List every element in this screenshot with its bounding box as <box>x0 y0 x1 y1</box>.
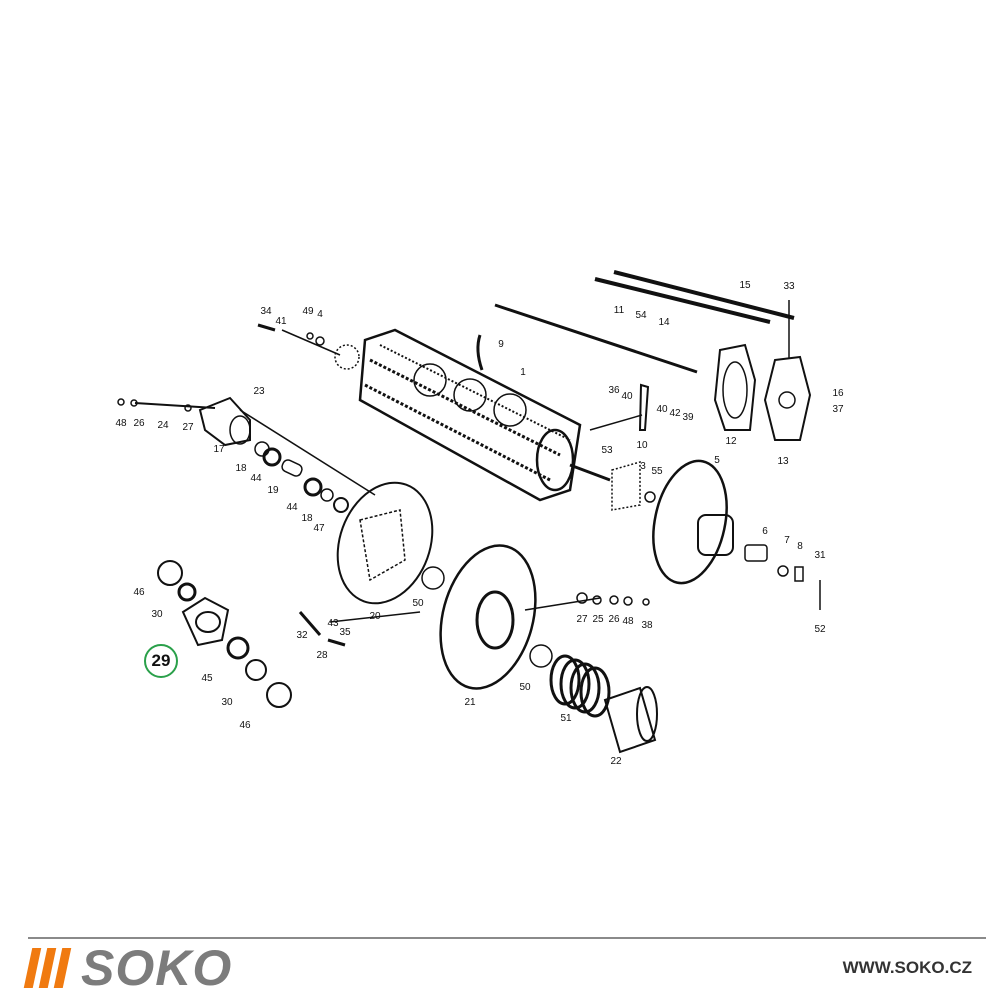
part-label-25: 25 <box>592 614 604 625</box>
part-label-33: 33 <box>783 281 795 292</box>
part-label-22: 22 <box>610 756 622 767</box>
part-label-10: 10 <box>636 440 648 451</box>
soko-logo: SOKO <box>23 940 232 996</box>
sprocket-4 <box>281 329 360 370</box>
part-label-47: 47 <box>313 523 325 534</box>
part-label-19: 19 <box>267 485 279 496</box>
part-label-26: 26 <box>133 418 145 429</box>
disc-21 <box>329 544 601 690</box>
part-label-40: 40 <box>621 391 633 402</box>
part-label-17: 17 <box>213 444 225 455</box>
flange-29 <box>157 560 292 708</box>
part-label-35: 35 <box>339 627 351 638</box>
part-label-34: 34 <box>260 306 272 317</box>
part-label-40: 40 <box>656 404 668 415</box>
shaft-11 <box>494 303 698 374</box>
bolts-misc <box>257 323 650 647</box>
pulley-5 <box>611 459 821 610</box>
part-label-6: 6 <box>762 526 768 537</box>
bearings-left <box>254 441 349 513</box>
part-label-21: 21 <box>464 697 476 708</box>
part-label-27: 27 <box>576 614 588 625</box>
part-label-52: 52 <box>814 624 826 635</box>
part-label-20: 20 <box>369 611 381 622</box>
part-label-44: 44 <box>250 473 262 484</box>
sprocket-12 <box>713 343 757 431</box>
part-label-14: 14 <box>658 317 670 328</box>
part-label-49: 49 <box>302 306 314 317</box>
part-label-8: 8 <box>797 541 803 552</box>
part-label-27: 27 <box>182 422 194 433</box>
part-label-30: 30 <box>151 609 163 620</box>
website-url[interactable]: WWW.SOKO.CZ <box>842 958 972 977</box>
part-label-44: 44 <box>286 502 298 513</box>
part-label-46: 46 <box>239 720 251 731</box>
drum-1 <box>358 328 611 502</box>
plate-20 <box>336 481 445 605</box>
part-label-15: 15 <box>739 280 751 291</box>
sleeve-22 <box>603 686 658 754</box>
part-label-18: 18 <box>235 463 247 474</box>
logo-text: SOKO <box>81 940 233 996</box>
sprocket-13 <box>763 300 812 441</box>
part-label-5: 5 <box>714 455 720 466</box>
part-label-37: 37 <box>832 404 844 415</box>
part-label-46: 46 <box>133 587 145 598</box>
part-label-32: 32 <box>296 630 308 641</box>
part-label-16: 16 <box>832 388 844 399</box>
rod-15 <box>613 270 795 320</box>
part-label-31: 31 <box>814 550 826 561</box>
part-label-42: 42 <box>669 408 681 419</box>
part-label-11: 11 <box>613 305 625 316</box>
part-label-48: 48 <box>115 418 127 429</box>
part-label-50: 50 <box>412 598 424 609</box>
part-label-41: 41 <box>275 316 287 327</box>
part-label-55: 55 <box>651 466 663 477</box>
spring-51 <box>549 654 611 718</box>
part-label-39: 39 <box>682 412 694 423</box>
part-label-28: 28 <box>316 650 328 661</box>
part-label-43: 43 <box>327 618 339 629</box>
part-label-4: 4 <box>317 309 323 320</box>
part-label-24: 24 <box>157 420 169 431</box>
part-label-3: 3 <box>640 461 646 472</box>
part-label-13: 13 <box>777 456 789 467</box>
part-label-51: 51 <box>560 713 572 724</box>
part-label-7: 7 <box>784 535 790 546</box>
part-label-38: 38 <box>641 620 653 631</box>
part-label-45: 45 <box>201 673 213 684</box>
shaft-housing-17 <box>117 396 376 496</box>
part-label-30: 30 <box>221 697 233 708</box>
part-label-26: 26 <box>608 614 620 625</box>
logo-bars-icon <box>23 948 72 988</box>
part-label-50: 50 <box>519 682 531 693</box>
highlighted-part-label: 29 <box>151 651 171 670</box>
part-label-1: 1 <box>520 367 526 378</box>
part-label-53: 53 <box>601 445 613 456</box>
rod-14 <box>594 277 771 324</box>
part-label-36: 36 <box>608 385 620 396</box>
part-label-48: 48 <box>622 616 634 627</box>
part-label-12: 12 <box>725 436 737 447</box>
part-label-9: 9 <box>498 339 504 350</box>
bracket-10 <box>589 383 650 431</box>
part-label-54: 54 <box>635 310 647 321</box>
part-label-23: 23 <box>253 386 265 397</box>
footer-divider <box>28 937 986 939</box>
part-label-18: 18 <box>301 513 313 524</box>
highlighted-part-29[interactable]: 29 <box>144 644 178 678</box>
